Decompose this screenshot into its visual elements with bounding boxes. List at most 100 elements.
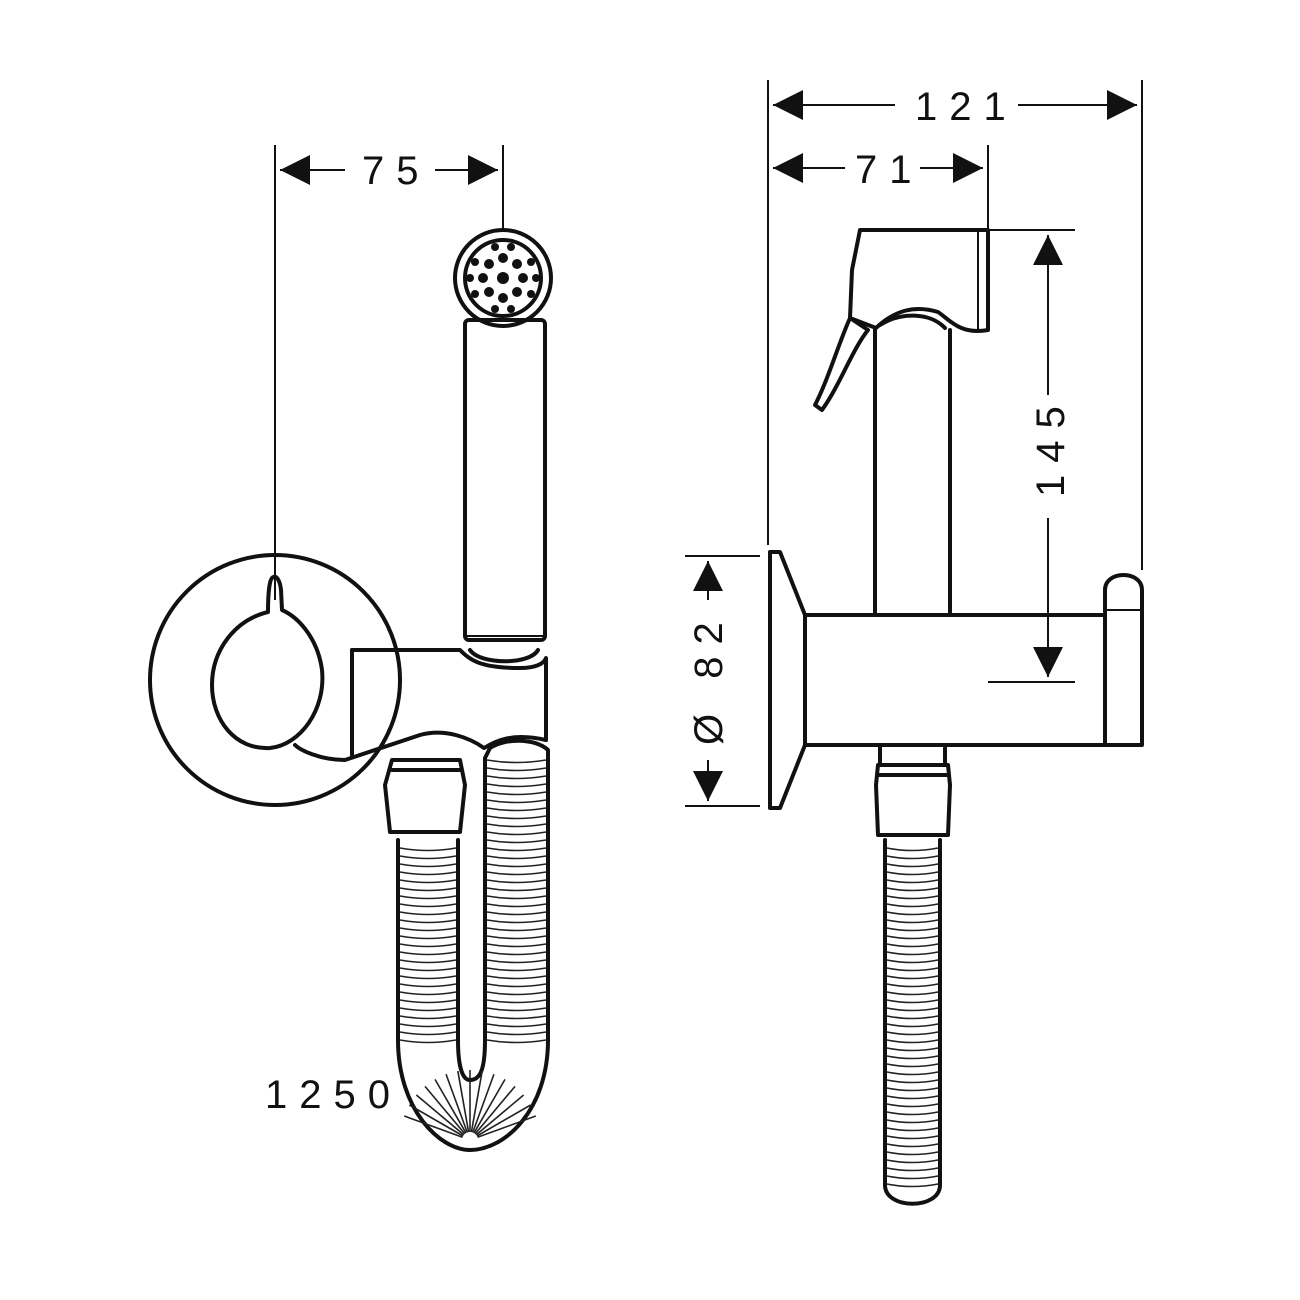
- hose-rib: [886, 887, 939, 892]
- hose-loop-rib: [424, 1085, 466, 1135]
- hose-rib: [886, 1143, 939, 1148]
- hose-rib: [886, 999, 939, 1004]
- hose-rib: [486, 1039, 547, 1044]
- hose-rib: [486, 911, 547, 916]
- hose-rib: [886, 927, 939, 932]
- hose-rib: [399, 895, 457, 900]
- hose-rib: [486, 935, 547, 940]
- hose-rib: [886, 935, 939, 940]
- hose-rib: [486, 839, 547, 844]
- hose-rib: [486, 983, 547, 988]
- hose-rib: [886, 911, 939, 916]
- hose-rib: [886, 1159, 939, 1164]
- hose-rib: [886, 1127, 939, 1132]
- hose-rib: [886, 895, 939, 900]
- hose-rib: [399, 967, 457, 972]
- hose-rib: [486, 863, 547, 868]
- hose-rib: [399, 847, 457, 852]
- hose-rib: [399, 951, 457, 956]
- hose-rib: [886, 959, 939, 964]
- hose-loop-rib: [477, 1115, 537, 1139]
- side-hose-connector: [874, 763, 952, 837]
- hose-rib: [886, 1071, 939, 1076]
- front-holder-body: [293, 648, 548, 762]
- hose-loop-rib: [408, 1104, 464, 1137]
- hose-rib: [399, 999, 457, 1004]
- hose-rib: [486, 1031, 547, 1036]
- hose-rib: [486, 783, 547, 788]
- dim-1250-label: 1250: [265, 1073, 402, 1117]
- hose-rib: [486, 895, 547, 900]
- hose-rib: [486, 879, 547, 884]
- front-valve-handle: [210, 574, 325, 751]
- hose-rib: [486, 1015, 547, 1020]
- hose-rib: [399, 863, 457, 868]
- hose-rib: [886, 1167, 939, 1172]
- hose-loop-rib: [434, 1078, 467, 1134]
- hose-rib: [886, 1135, 939, 1140]
- hose-rib: [399, 903, 457, 908]
- hose-rib: [886, 879, 939, 884]
- hose-rib: [399, 1007, 457, 1012]
- hose-rib: [399, 1039, 457, 1044]
- hose-rib: [486, 807, 547, 812]
- hose-rib: [886, 1023, 939, 1028]
- hose-rib: [886, 951, 939, 956]
- hose-rib: [399, 887, 457, 892]
- hose-rib: [486, 815, 547, 820]
- hose-rib: [399, 911, 457, 916]
- hose-loop-rib: [471, 1073, 495, 1133]
- hose-rib: [486, 919, 547, 924]
- hose-rib: [886, 1079, 939, 1084]
- hose-rib: [886, 1063, 939, 1068]
- hose-rib: [399, 919, 457, 924]
- side-hose-ribs: [886, 847, 939, 1188]
- hose-rib: [399, 959, 457, 964]
- hose-rib: [886, 871, 939, 876]
- hose-loop-rib: [415, 1094, 465, 1136]
- dim-diameter-82-label: Ø 82: [687, 610, 731, 745]
- hose-rib: [486, 823, 547, 828]
- hose-rib: [886, 1175, 939, 1180]
- hose-rib: [486, 831, 547, 836]
- hose-rib: [486, 799, 547, 804]
- hose-rib: [486, 791, 547, 796]
- hose-rib: [399, 1023, 457, 1028]
- hose-rib: [486, 959, 547, 964]
- side-valve-knob: [1103, 573, 1144, 747]
- side-spray-head: [848, 228, 990, 333]
- hose-rib: [399, 983, 457, 988]
- hose-rib: [486, 927, 547, 932]
- hose-rib: [886, 1087, 939, 1092]
- hose-rib: [486, 759, 547, 764]
- hose-rib: [486, 975, 547, 980]
- dim-145-label: 145: [1029, 394, 1073, 497]
- hose-rib: [486, 767, 547, 772]
- side-valve-body: [803, 613, 1107, 747]
- hose-rib: [399, 1015, 457, 1020]
- side-rosette: [768, 550, 807, 810]
- hose-rib: [886, 1183, 939, 1188]
- hose-rib: [886, 1095, 939, 1100]
- hose-rib: [886, 1119, 939, 1124]
- hose-rib: [399, 975, 457, 980]
- hose-rib: [486, 1023, 547, 1028]
- hose-rib: [886, 903, 939, 908]
- hose-rib: [486, 887, 547, 892]
- hose-rib: [886, 943, 939, 948]
- hose-rib: [886, 1007, 939, 1012]
- hose-rib: [486, 1007, 547, 1012]
- hose-rib: [486, 903, 547, 908]
- hose-rib: [486, 855, 547, 860]
- hose-rib: [399, 1031, 457, 1036]
- spray-nozzles-icon: [466, 243, 540, 313]
- hose-rib: [886, 983, 939, 988]
- hose-rib: [399, 991, 457, 996]
- hose-rib: [886, 1151, 939, 1156]
- hose-rib: [886, 991, 939, 996]
- hose-loop-rib: [445, 1073, 469, 1133]
- hose-rib: [886, 975, 939, 980]
- hose-rib: [886, 967, 939, 972]
- hose-rib: [399, 943, 457, 948]
